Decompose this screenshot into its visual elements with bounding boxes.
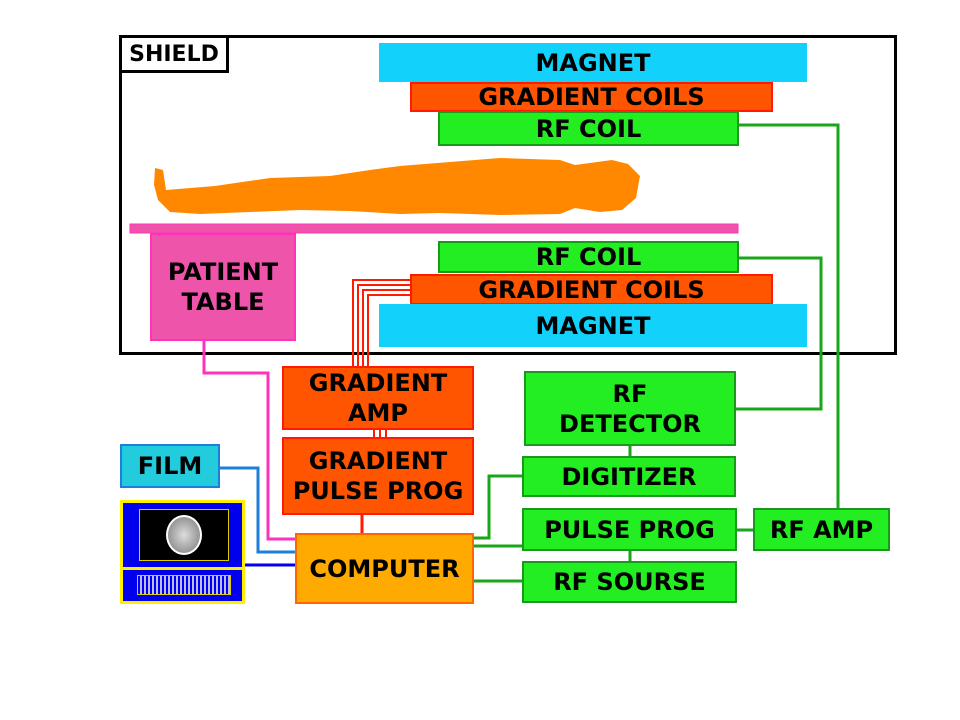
patient-body-icon (154, 158, 640, 215)
shield-label: SHIELD (119, 35, 229, 73)
brain-scan-icon (166, 515, 202, 555)
rf-amp: RF AMP (753, 508, 890, 551)
patient-table-bar (129, 223, 739, 234)
keyboard-icon (137, 575, 231, 595)
monitor-console-icon (120, 500, 245, 604)
shield-enclosure (119, 35, 897, 355)
magnet-top: MAGNET (379, 43, 807, 82)
gradient-coils-top: GRADIENT COILS (410, 82, 773, 112)
rf-source: RF SOURSE (522, 561, 737, 603)
wire-table-computer (202, 340, 295, 541)
magnet-bottom: MAGNET (379, 304, 807, 347)
gradient-coils-bottom: GRADIENT COILS (410, 274, 773, 305)
wire-film-computer (220, 466, 295, 554)
patient-table: PATIENT TABLE (150, 233, 296, 341)
monitor-screen (139, 509, 229, 561)
computer: COMPUTER (295, 533, 474, 604)
rf-detector: RF DETECTOR (524, 371, 736, 446)
film: FILM (120, 444, 220, 488)
wire-computer-digitizer (474, 474, 522, 540)
digitizer: DIGITIZER (522, 456, 736, 497)
wire-rfcoil-rfamp (739, 123, 840, 508)
rf-coil-bottom: RF COIL (438, 241, 739, 273)
gradient-amp: GRADIENT AMP (282, 366, 474, 430)
wire-rfcoil-detector (736, 256, 823, 411)
wire-gradient-bundle (352, 279, 410, 437)
pulse-prog: PULSE PROG (522, 508, 737, 551)
gradient-pulse-prog: GRADIENT PULSE PROG (282, 437, 474, 515)
rf-coil-top: RF COIL (438, 111, 739, 146)
